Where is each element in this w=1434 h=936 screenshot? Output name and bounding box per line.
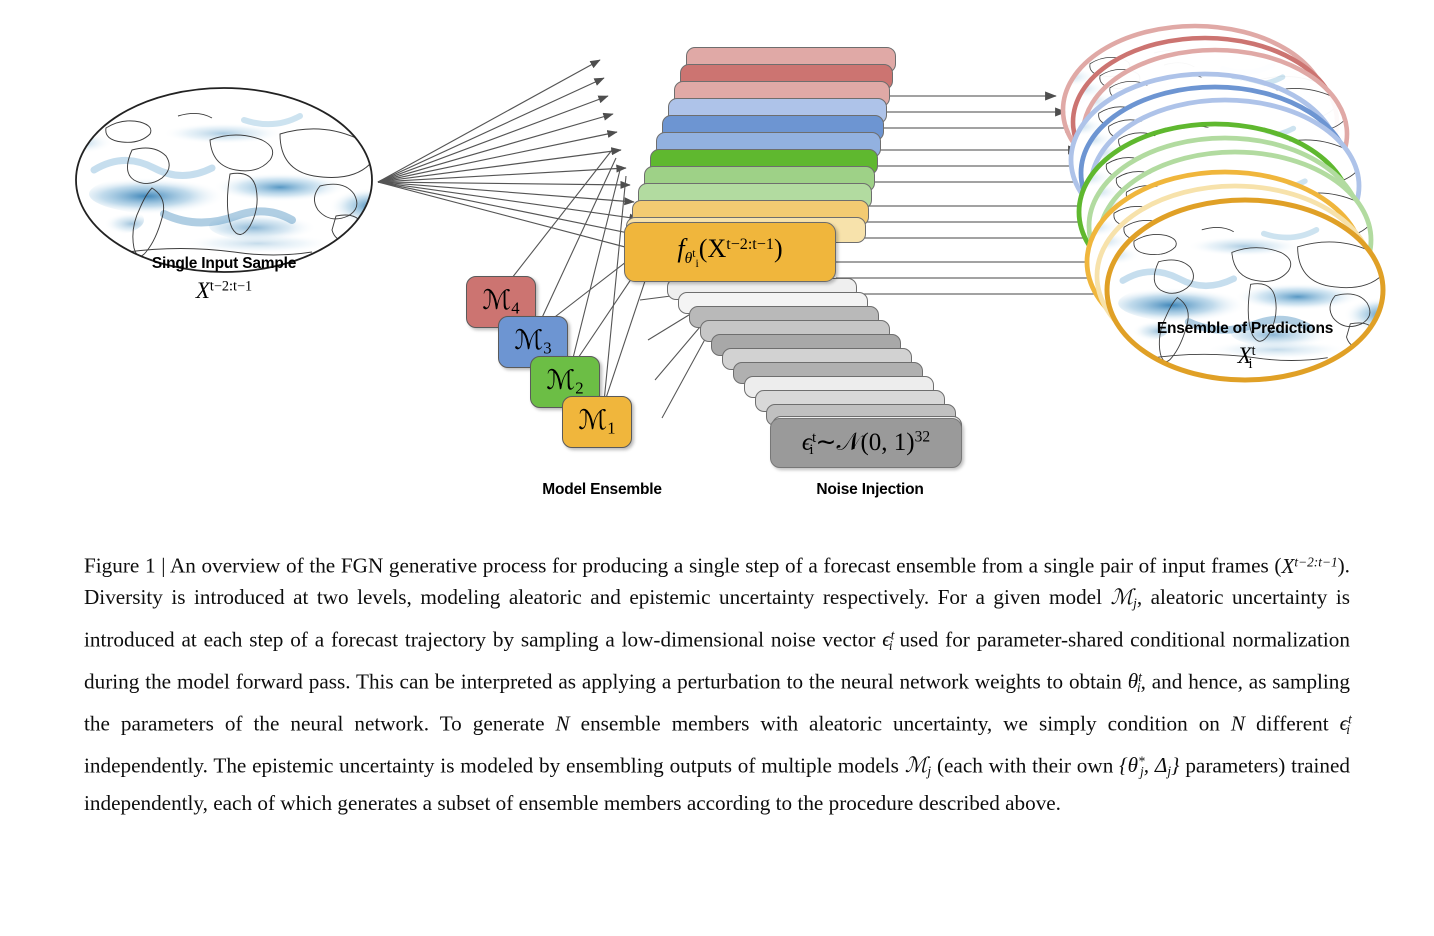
caption-math-n-1: N xyxy=(555,711,570,736)
prediction-globe-yellow-1 xyxy=(1104,197,1386,383)
caption-text-7: different xyxy=(1245,711,1340,736)
caption-math-theta: θti xyxy=(1127,669,1142,695)
predictions-label: Ensemble of Predictions xyxy=(1156,320,1334,337)
model-box-m2-label: ℳ2 xyxy=(546,365,584,398)
predictions-formula: Xti xyxy=(1237,343,1256,372)
caption-text-10: parameters) trained independently, each … xyxy=(84,753,1350,815)
figure-diagram: fθti(Xt−2:t−1) ϵti∼𝒩(0, 1)32 ℳ4 ℳ3 ℳ2 xyxy=(75,23,1386,498)
model-box-m3-label: ℳ3 xyxy=(514,325,552,358)
input-sample-label: Single Input Sample xyxy=(151,255,297,272)
caption-separator: | xyxy=(155,553,170,578)
caption-text-5: , and hence, as sampling the parameters … xyxy=(84,669,1350,736)
caption-text-9: (each with their own xyxy=(931,753,1120,778)
model-box-m2[interactable]: ℳ2 xyxy=(530,356,600,408)
model-ensemble-label: Model Ensemble xyxy=(542,481,662,498)
model-box-m4-label: ℳ4 xyxy=(482,285,520,318)
noise-injection-box[interactable]: ϵti∼𝒩(0, 1)32 xyxy=(770,418,962,468)
caption-math-model-j: ℳj xyxy=(1110,585,1137,611)
input-sample-formula: Xt−2:t−1 xyxy=(195,278,253,303)
caption-math-params: {θ*j, Δj} xyxy=(1119,753,1180,779)
noise-injection-label: Noise Injection xyxy=(816,481,924,498)
caption-text-2: ). Diversity is introduced at two levels… xyxy=(84,553,1350,610)
caption-math-n-2: N xyxy=(1230,711,1246,736)
caption-figure-number: Figure 1 xyxy=(84,553,156,578)
caption-text-8: independently. The epistemic uncertainty… xyxy=(84,753,905,778)
model-box-m1[interactable]: ℳ1 xyxy=(562,396,632,448)
function-box-formula: fθti(Xt−2:t−1) xyxy=(677,234,783,270)
model-box-m1-label: ℳ1 xyxy=(578,405,616,438)
caption-math-x-frames: Xt−2:t−1 xyxy=(1281,553,1338,578)
caption-text-4: used for parameter-shared conditional no… xyxy=(84,627,1350,694)
caption-math-epsilon-1: ϵti xyxy=(882,627,895,653)
caption-math-epsilon-2: ϵti xyxy=(1339,711,1352,737)
input-globe-map xyxy=(75,87,373,273)
caption-text-6: ensemble members with aleatoric uncertai… xyxy=(569,711,1231,736)
function-box[interactable]: fθti(Xt−2:t−1) xyxy=(624,222,836,282)
input-fan-arrows xyxy=(377,59,649,255)
caption-math-model-j-2: ℳj xyxy=(904,753,932,779)
caption-text-1: An overview of the FGN generative proces… xyxy=(169,553,1282,578)
caption-text-3: , aleatoric uncertainty is introduced at… xyxy=(84,585,1350,652)
figure-caption: Figure 1 | An overview of the FGN genera… xyxy=(84,546,1352,819)
noise-formula: ϵti∼𝒩(0, 1)32 xyxy=(801,428,931,459)
